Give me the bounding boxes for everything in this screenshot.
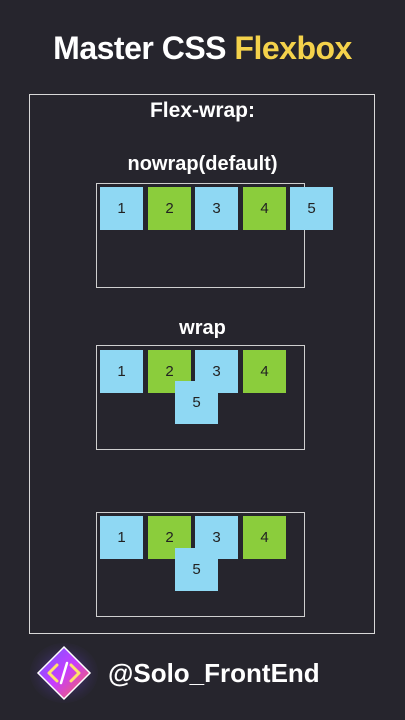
wrap-item-1: 1 bbox=[100, 350, 143, 393]
item-label: 3 bbox=[212, 529, 221, 546]
item-label: 1 bbox=[117, 529, 126, 546]
item-label: 1 bbox=[117, 200, 126, 217]
item-label: 5 bbox=[192, 394, 201, 411]
third-item-4: 4 bbox=[243, 516, 286, 559]
third-item-5: 5 bbox=[175, 548, 218, 591]
wrap-item-5: 5 bbox=[175, 381, 218, 424]
item-label: 4 bbox=[260, 363, 269, 380]
third-container bbox=[96, 512, 305, 617]
item-label: 4 bbox=[260, 529, 269, 546]
page-title-highlight: Flexbox bbox=[234, 30, 352, 66]
wrap-label: wrap bbox=[179, 317, 226, 339]
item-label: 3 bbox=[212, 363, 221, 380]
item-label: 4 bbox=[260, 200, 269, 217]
nowrap-container bbox=[96, 183, 305, 288]
item-label: 5 bbox=[192, 561, 201, 578]
nowrap-label: nowrap(default) bbox=[127, 153, 278, 175]
content-frame bbox=[29, 94, 375, 634]
item-label: 2 bbox=[165, 363, 174, 380]
author-handle[interactable]: @Solo_FrontEnd bbox=[108, 658, 320, 688]
item-label: 1 bbox=[117, 363, 126, 380]
nowrap-item-2: 2 bbox=[148, 187, 191, 230]
nowrap-item-5: 5 bbox=[290, 187, 333, 230]
item-label: 2 bbox=[165, 529, 174, 546]
third-item-1: 1 bbox=[100, 516, 143, 559]
logo-svg bbox=[30, 643, 98, 703]
section-heading: Flex-wrap: bbox=[149, 99, 256, 122]
page-title-part1: Master CSS bbox=[53, 30, 227, 66]
item-label: 2 bbox=[165, 200, 174, 217]
nowrap-item-1: 1 bbox=[100, 187, 143, 230]
wrap-container bbox=[96, 345, 305, 450]
code-brackets-icon bbox=[30, 643, 98, 703]
item-label: 5 bbox=[307, 200, 316, 217]
page-title: Master CSS Flexbox bbox=[0, 30, 405, 67]
nowrap-item-4: 4 bbox=[243, 187, 286, 230]
item-label: 3 bbox=[212, 200, 221, 217]
wrap-item-4: 4 bbox=[243, 350, 286, 393]
nowrap-item-3: 3 bbox=[195, 187, 238, 230]
